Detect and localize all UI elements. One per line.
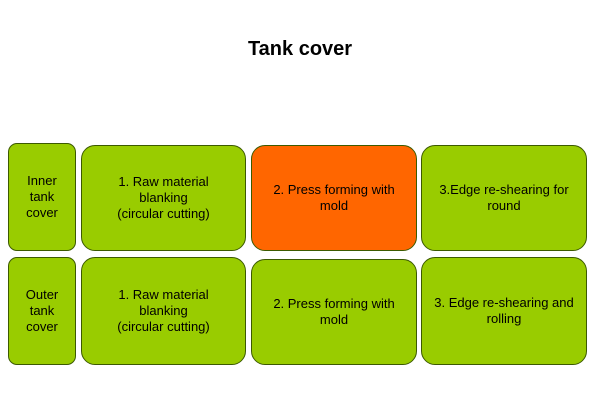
outer-step-2-press-forming: 2. Press forming with mold [251, 259, 417, 365]
inner-step-2-press-forming: 2. Press forming with mold [251, 145, 417, 251]
row-label-inner-tank-cover: Inner tank cover [8, 143, 76, 251]
outer-step-3-edge-reshearing-rolling: 3. Edge re-shearing and rolling [421, 257, 587, 365]
inner-step-1-raw-material-blanking: 1. Raw material blanking (circular cutti… [81, 145, 246, 251]
row-label-outer-tank-cover: Outer tank cover [8, 257, 76, 365]
inner-step-3-edge-reshearing-round: 3.Edge re-shearing for round [421, 145, 587, 251]
diagram-title: Tank cover [247, 38, 353, 60]
outer-step-1-raw-material-blanking: 1. Raw material blanking (circular cutti… [81, 257, 246, 365]
